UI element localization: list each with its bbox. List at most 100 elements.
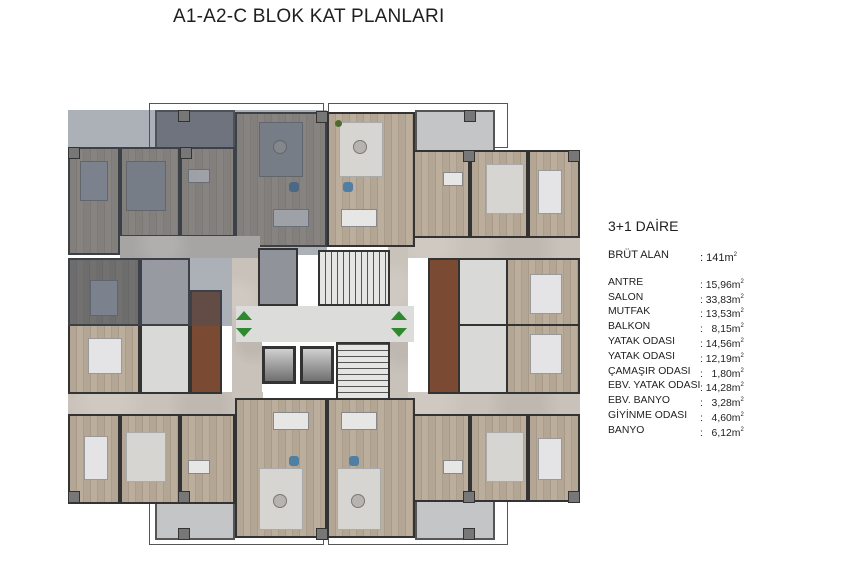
room-area: : 33,83m2 bbox=[700, 292, 744, 307]
balcony-top-left bbox=[155, 110, 235, 152]
room-area-row: GİYİNME ODASI: 4,60m2 bbox=[608, 410, 808, 425]
balcony-bottom-right bbox=[415, 500, 495, 540]
column bbox=[316, 111, 328, 123]
bedroom-2-top-right bbox=[470, 150, 528, 238]
room-label: MUTFAK bbox=[608, 306, 651, 318]
column bbox=[68, 147, 80, 159]
kitchen-top-left bbox=[180, 147, 235, 237]
living-rug bbox=[337, 468, 381, 530]
floor-plan bbox=[68, 103, 580, 545]
bathroom-right bbox=[428, 258, 460, 394]
room-area-sup: 2 bbox=[740, 352, 744, 359]
rug bbox=[486, 432, 524, 482]
room-label: BANYO bbox=[608, 424, 645, 436]
room-area-sup: 2 bbox=[740, 397, 744, 404]
room-area: : 8,15m2 bbox=[700, 321, 744, 336]
room-area-number: : 15,96m bbox=[700, 279, 741, 291]
living-rug bbox=[339, 122, 383, 177]
plant-icon bbox=[335, 120, 342, 127]
bed bbox=[88, 338, 122, 374]
room-area-row: ÇAMAŞIR ODASI : 1,80m2 bbox=[608, 366, 808, 381]
room-label: ÇAMAŞIR ODASI bbox=[608, 365, 691, 377]
bed bbox=[530, 274, 562, 314]
column bbox=[178, 110, 190, 122]
column bbox=[568, 491, 580, 503]
room-area-number: : 1,80m bbox=[700, 368, 741, 380]
master-bedroom-right-upper bbox=[506, 258, 580, 326]
dining-table bbox=[273, 209, 309, 227]
room-label: GİYİNME ODASI bbox=[608, 409, 688, 421]
room-area-number: : 12,19m bbox=[700, 353, 741, 365]
room-label: EBV. YATAK ODASI bbox=[608, 380, 701, 392]
corridor-bottom-right bbox=[390, 392, 580, 414]
room-area-number: : 14,56m bbox=[700, 338, 741, 350]
rug bbox=[486, 164, 524, 214]
armchair bbox=[289, 456, 299, 466]
arrow-down-icon bbox=[236, 328, 252, 337]
column bbox=[178, 491, 190, 503]
stairs-upper bbox=[318, 250, 390, 306]
stairs-lower bbox=[336, 342, 390, 400]
dressing-room-left-upper bbox=[140, 258, 190, 326]
column bbox=[463, 150, 475, 162]
room-label: SALON bbox=[608, 291, 644, 303]
armchair bbox=[349, 456, 359, 466]
room-area-number: : 6,12m bbox=[700, 427, 741, 439]
room-area-sup: 2 bbox=[740, 426, 744, 433]
gross-area-sup: 2 bbox=[733, 252, 737, 258]
column bbox=[568, 150, 580, 162]
column bbox=[463, 491, 475, 503]
gross-area-value: : 141m2 bbox=[700, 250, 737, 265]
bedroom-2-bottom-right bbox=[470, 414, 528, 502]
dining-table bbox=[341, 209, 377, 227]
room-area-number: : 13,53m bbox=[700, 309, 741, 321]
bed bbox=[538, 438, 562, 480]
living-room-top-right bbox=[327, 112, 415, 247]
corridor-top-right bbox=[390, 236, 580, 258]
elevator-1 bbox=[262, 346, 296, 384]
column bbox=[464, 110, 476, 122]
room-area-number: : 33,83m bbox=[700, 294, 741, 306]
living-room-bottom-right bbox=[327, 398, 415, 538]
dining-table bbox=[273, 412, 309, 430]
room-label: EBV. BANYO bbox=[608, 395, 670, 407]
room-area-row: MUTFAK : 13,53m2 bbox=[608, 306, 808, 321]
bedroom-bottom-left bbox=[68, 414, 120, 504]
corridor-bottom-left bbox=[68, 392, 263, 414]
bed bbox=[538, 170, 562, 214]
dressing-room-right-lower bbox=[458, 324, 508, 394]
room-area: : 14,28m2 bbox=[700, 380, 744, 395]
shaft-room bbox=[258, 248, 298, 306]
arrow-down-icon bbox=[391, 328, 407, 337]
bathroom-left bbox=[190, 290, 222, 394]
elevator-2 bbox=[300, 346, 334, 384]
living-room-bottom-left bbox=[235, 398, 327, 538]
bedroom-top-left bbox=[68, 147, 120, 255]
armchair bbox=[289, 182, 299, 192]
dining-table bbox=[443, 460, 463, 474]
unit-type-label: 3+1 DAİRE bbox=[608, 218, 679, 234]
room-area-sup: 2 bbox=[740, 323, 744, 330]
bed bbox=[90, 280, 118, 316]
kitchen-top-right bbox=[413, 150, 470, 238]
room-area-number: : 4,60m bbox=[700, 412, 741, 424]
room-area: : 14,56m2 bbox=[700, 336, 744, 351]
column bbox=[178, 528, 190, 540]
dressing-room-right-upper bbox=[458, 258, 508, 326]
room-area-number: : 8,15m bbox=[700, 324, 741, 336]
dining-table bbox=[188, 169, 210, 183]
room-area: : 13,53m2 bbox=[700, 306, 744, 321]
room-label: YATAK ODASI bbox=[608, 335, 675, 347]
bed bbox=[84, 436, 108, 480]
kitchen-bottom-left bbox=[180, 414, 235, 504]
room-label: YATAK ODASI bbox=[608, 350, 675, 362]
room-area: : 1,80m2 bbox=[700, 366, 744, 381]
dressing-room-left-lower bbox=[140, 324, 190, 394]
bedroom-2-top-left bbox=[120, 147, 180, 237]
rug bbox=[126, 161, 166, 211]
room-area-sup: 2 bbox=[740, 337, 744, 344]
elevator-lobby bbox=[236, 306, 414, 342]
corridor-top-left bbox=[120, 236, 260, 258]
balcony-top-right bbox=[415, 110, 495, 152]
